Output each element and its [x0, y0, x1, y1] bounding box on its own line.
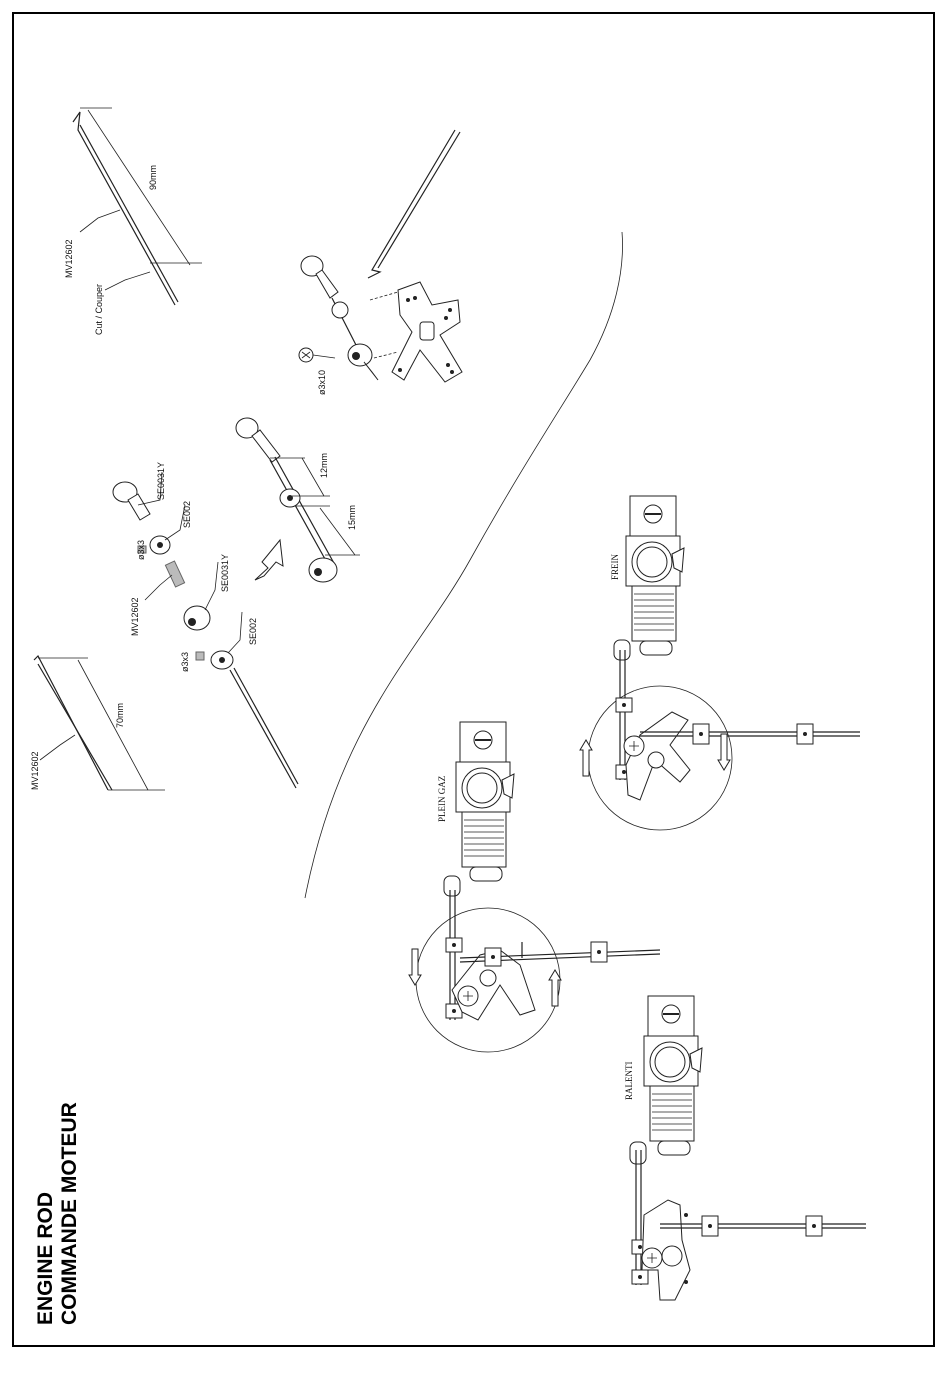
label-screw-horn: ø3x10	[317, 370, 327, 395]
label-state-full: PLEIN GAZ	[437, 776, 447, 822]
arrow-up-brake	[580, 740, 592, 776]
title-block: ENGINE ROD COMMANDE MOTEUR	[34, 1102, 81, 1325]
arrow-down-full	[409, 949, 421, 985]
set-screw-bottom	[196, 652, 204, 660]
title-line-2: COMMANDE MOTEUR	[58, 1102, 81, 1325]
dimension-line-90	[88, 110, 190, 265]
label-rod-top: MV12602	[64, 239, 74, 278]
threaded-insert	[165, 561, 184, 587]
label-se002-top: SE002	[182, 501, 192, 528]
arrow-down-brake	[718, 734, 730, 770]
label-cut: Cut / Couper	[94, 284, 104, 335]
servo-horn-assembly	[299, 130, 462, 382]
label-se002-mid: SE002	[248, 618, 258, 645]
exploded-assembly	[113, 472, 298, 788]
leader-rod-bottom	[40, 735, 75, 760]
rod-70mm-group	[34, 656, 165, 790]
exploded-rod	[230, 670, 296, 788]
pushrod-z-bend	[368, 130, 455, 278]
state-brake-group	[580, 496, 860, 830]
label-rod-bottom: MV12602	[30, 751, 40, 790]
label-state-brake: FREIN	[610, 553, 620, 580]
title-line-1: ENGINE ROD	[34, 1192, 57, 1325]
assembled-link	[236, 418, 360, 582]
ball-link-mid	[184, 606, 210, 630]
label-12mm: 12mm	[319, 453, 329, 478]
label-90mm: 90mm	[148, 165, 158, 190]
carburetor-brake	[626, 496, 684, 655]
carburetor-idle	[644, 996, 702, 1155]
label-70mm: 70mm	[115, 703, 125, 728]
label-screw-bottom: ø3x3	[180, 652, 190, 672]
carburetor-full	[456, 722, 514, 881]
label-se0031y-mid: SE0031Y	[220, 554, 230, 592]
rod-90mm-group	[73, 108, 202, 305]
label-state-idle: RALENTI	[624, 1062, 634, 1101]
state-idle-group	[630, 996, 866, 1300]
dimension-line-70	[78, 660, 148, 790]
label-15mm: 15mm	[347, 505, 357, 530]
label-se0031y-top: SE0031Y	[156, 462, 166, 500]
assembly-arrow	[255, 540, 283, 580]
leader-cut	[105, 272, 150, 290]
label-screw-top: ø3x3	[136, 540, 146, 560]
leader-rod-top	[80, 210, 120, 232]
label-rod-middle: MV12602	[130, 597, 140, 636]
